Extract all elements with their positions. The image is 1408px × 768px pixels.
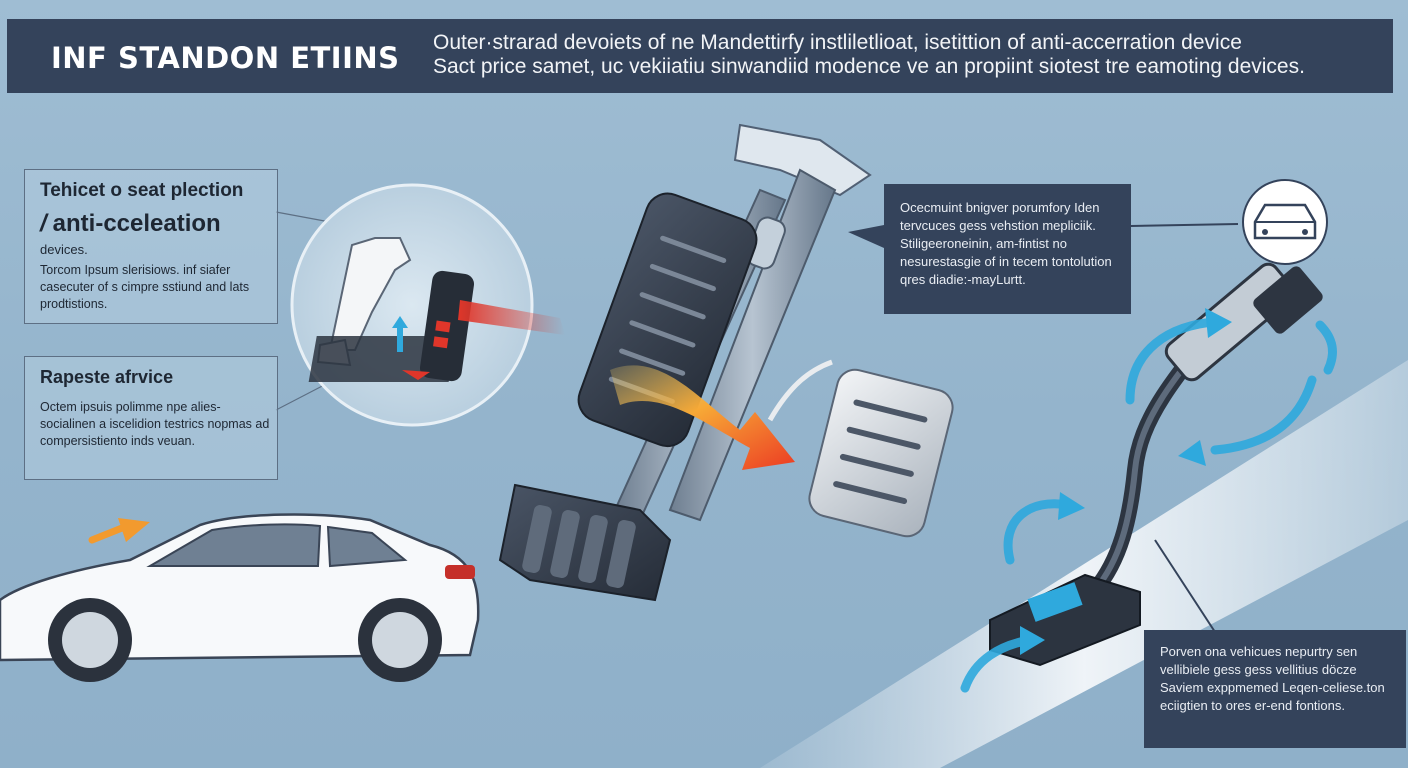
magnifier-circle (290, 183, 565, 427)
leader-line (1130, 223, 1239, 227)
panel-body: Octem ipsuis polimme npe alies-socialine… (40, 400, 270, 448)
panel-title: Tehicet o seat plection (40, 180, 244, 201)
header-desc-line2: Sact price samet, uc vekiiatiu sinwandii… (433, 55, 1305, 78)
panel-caption: devices. (40, 242, 88, 257)
sedan-car (0, 513, 480, 682)
arrow-head (1020, 626, 1045, 655)
road-strip (760, 360, 1408, 768)
arrow-head (1205, 308, 1232, 338)
car-icon (1242, 179, 1328, 265)
header-desc-line1: Outer·strarad devoiets of ne Mandettirfy… (433, 31, 1242, 54)
slash-mark: / (40, 210, 47, 237)
arrow-head (1058, 492, 1085, 520)
panel-subtitle-text: anti-cceleation (52, 210, 221, 237)
brake-pedal (498, 483, 672, 602)
info-callout-top: Ocecmuint bnigver porumfory Iden tervcuc… (884, 184, 1131, 314)
callout-pointer (848, 225, 884, 248)
page-title: INF STANDON ETIINS (51, 41, 400, 75)
light-pedal (767, 359, 954, 538)
header-banner: INF STANDON ETIINS Outer·strarad devoiet… (7, 19, 1393, 93)
callout-body: Ocecmuint bnigver porumfory Iden tervcuc… (900, 200, 1112, 287)
leader-line (1154, 539, 1216, 633)
flow-arrow (610, 365, 795, 470)
arrow-head (1178, 440, 1206, 466)
callout-body: Porven ona vehicues nepurtry sen vellibi… (1160, 644, 1385, 713)
panel-title: Rapeste afrvice (40, 367, 174, 387)
header-description: Outer·strarad devoiets of ne Mandettirfy… (433, 31, 1383, 79)
leader-line (275, 381, 331, 411)
service-panel: Rapeste afrvice Octem ipsuis polimme npe… (24, 356, 278, 480)
panel-body: Torcom Ipsum slerisiows. inf siafer case… (40, 263, 250, 311)
leader-line (275, 211, 331, 223)
seat-protection-panel: Tehicet o seat plection /anti-cceleation… (24, 169, 278, 324)
info-callout-bottom: Porven ona vehicues nepurtry sen vellibi… (1144, 630, 1406, 748)
panel-subtitle: /anti-cceleation (40, 210, 221, 238)
